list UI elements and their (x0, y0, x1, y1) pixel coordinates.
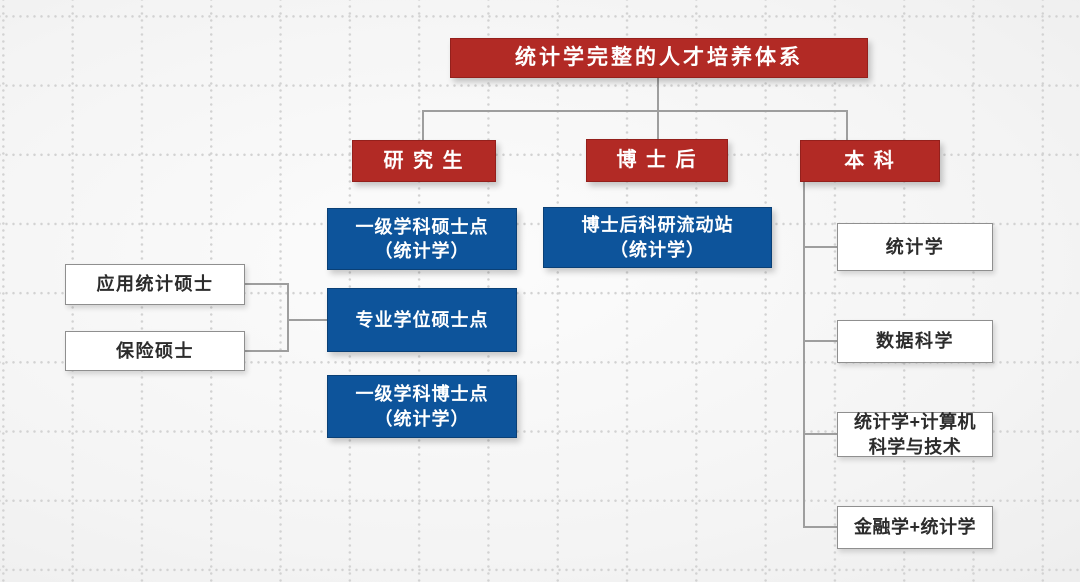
undergrad-statistics-cs: 统计学+计算机 科学与技术 (837, 412, 993, 457)
undergrad-statistics: 统计学 (837, 223, 993, 271)
program-postdoc-station: 博士后科研流动站 （统计学） (543, 207, 772, 268)
category-graduate: 研 究 生 (352, 140, 496, 182)
undergrad-line1: 统计学 (885, 236, 945, 257)
program-doctoral-first-level: 一级学科博士点 （统计学） (327, 375, 517, 438)
masters-applied-statistics: 应用统计硕士 (65, 264, 245, 305)
connector-masters-to-blue (287, 319, 327, 321)
program-line1: 一级学科博士点 (355, 384, 489, 405)
connector-undergrad-stub-4 (803, 526, 838, 528)
program-professional-master: 专业学位硕士点 (327, 288, 517, 352)
masters-label: 保险硕士 (116, 340, 194, 361)
undergrad-line1: 金融学+统计学 (853, 517, 976, 538)
program-line1: 一级学科硕士点 (355, 216, 489, 237)
chart-title-node: 统计学完整的人才培养体系 (450, 38, 868, 78)
masters-insurance: 保险硕士 (65, 331, 245, 371)
category-postdoc: 博 士 后 (586, 139, 728, 182)
connector-undergrad-stub-3 (803, 433, 838, 435)
undergrad-line1: 统计学+计算机 (853, 412, 976, 433)
undergrad-data-science: 数据科学 (837, 320, 993, 363)
connector-title-stem (657, 76, 659, 140)
program-line1: 博士后科研流动站 (581, 215, 734, 236)
connector-drop-undergraduate (846, 110, 848, 142)
connector-masters-bracket-vertical (287, 283, 289, 352)
undergrad-line1: 数据科学 (876, 331, 954, 352)
connector-drop-graduate (422, 110, 424, 142)
category-graduate-label: 研 究 生 (383, 149, 465, 172)
connector-undergrad-stub-1 (803, 246, 838, 248)
connector-masters-stub-1 (245, 283, 289, 285)
undergrad-finance-statistics: 金融学+统计学 (837, 506, 993, 549)
program-master-first-level: 一级学科硕士点 （统计学） (327, 208, 517, 270)
masters-label: 应用统计硕士 (96, 274, 214, 295)
undergrad-line2: 科学与技术 (868, 436, 962, 457)
program-line2: （统计学） (374, 408, 470, 429)
program-line2: （统计学） (374, 241, 470, 261)
connector-undergrad-stub-2 (803, 340, 838, 342)
category-undergraduate: 本 科 (800, 140, 940, 182)
category-undergraduate-label: 本 科 (844, 149, 896, 172)
category-postdoc-label: 博 士 后 (616, 149, 698, 171)
connector-undergrad-branch-vertical (803, 181, 805, 528)
connector-masters-stub-2 (245, 350, 289, 352)
connector-horizontal-bar (422, 110, 848, 112)
chart-title-text: 统计学完整的人才培养体系 (515, 45, 803, 69)
program-line2: （统计学） (610, 239, 705, 260)
program-line1: 专业学位硕士点 (355, 309, 489, 330)
